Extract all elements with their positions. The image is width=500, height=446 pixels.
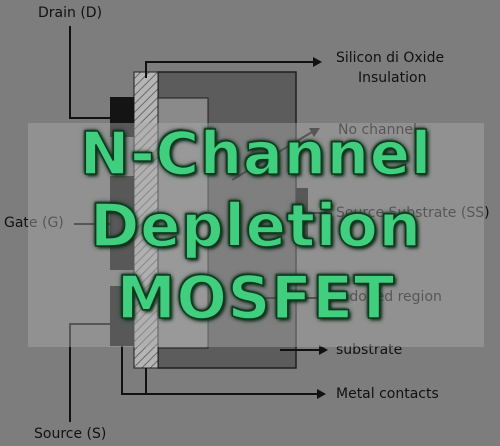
substrate-label: substrate bbox=[336, 342, 403, 358]
oxide-arrowhead bbox=[313, 57, 322, 67]
source-label: Source (S) bbox=[34, 426, 107, 442]
diagram-title: N-Channel Depletion MOSFET bbox=[28, 118, 484, 334]
p-region-label: p bbox=[252, 213, 261, 228]
n-channel-region bbox=[157, 97, 209, 349]
depletion-region-label: n doped region bbox=[336, 289, 442, 305]
drain-lead bbox=[69, 26, 110, 119]
title-line-2: Depletion bbox=[90, 190, 422, 261]
title-line-1: N-Channel bbox=[79, 118, 433, 189]
no-channel-arrowhead bbox=[309, 128, 320, 137]
source-substrate-label: Source Substrate (SS) bbox=[336, 205, 490, 221]
n-region-label: n bbox=[176, 125, 185, 140]
region-arrowhead bbox=[319, 293, 328, 303]
source-contact bbox=[110, 286, 134, 346]
oxide-label-line1: Silicon di Oxide bbox=[336, 50, 445, 66]
gate-contact bbox=[110, 176, 134, 270]
no-channel-pointer bbox=[231, 131, 313, 181]
title-overlay-band bbox=[28, 123, 484, 347]
substrate-arrowhead bbox=[319, 345, 328, 355]
metal-contacts-arrowhead bbox=[317, 389, 326, 399]
metal-contacts-pointer bbox=[121, 346, 318, 395]
source-lead bbox=[69, 323, 110, 422]
title-line-3: MOSFET bbox=[116, 262, 396, 333]
drain-label: Drain (D) bbox=[38, 5, 103, 21]
substrate-contact bbox=[296, 188, 308, 238]
no-channel-label: No channel bbox=[338, 122, 417, 138]
drain-contact bbox=[110, 97, 134, 137]
metal-contacts-label: Metal contacts bbox=[336, 386, 439, 402]
oxide-label-line2: Insulation bbox=[358, 70, 427, 86]
gate-label: Gate (G) bbox=[4, 215, 64, 231]
oxide-pointer bbox=[145, 61, 316, 78]
